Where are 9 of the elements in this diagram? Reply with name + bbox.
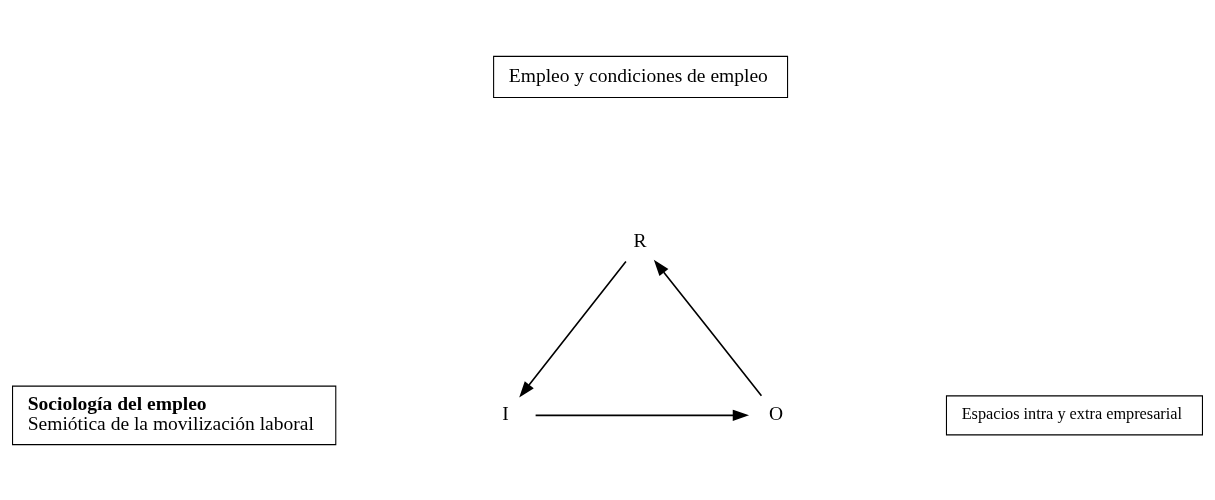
- node-text: O: [769, 402, 784, 424]
- node-text: I: [502, 402, 509, 424]
- arrow: [653, 259, 763, 396]
- arrow: [534, 409, 750, 421]
- node-text: R: [633, 229, 647, 251]
- node-box: Sociología del empleo Semiótica de la movilización laboral: [12, 385, 337, 445]
- node-box: Empleo y condiciones de empleo: [493, 55, 789, 98]
- node-box: Espacios intra y extra empresarial: [945, 394, 1203, 435]
- arrow: [519, 260, 627, 398]
